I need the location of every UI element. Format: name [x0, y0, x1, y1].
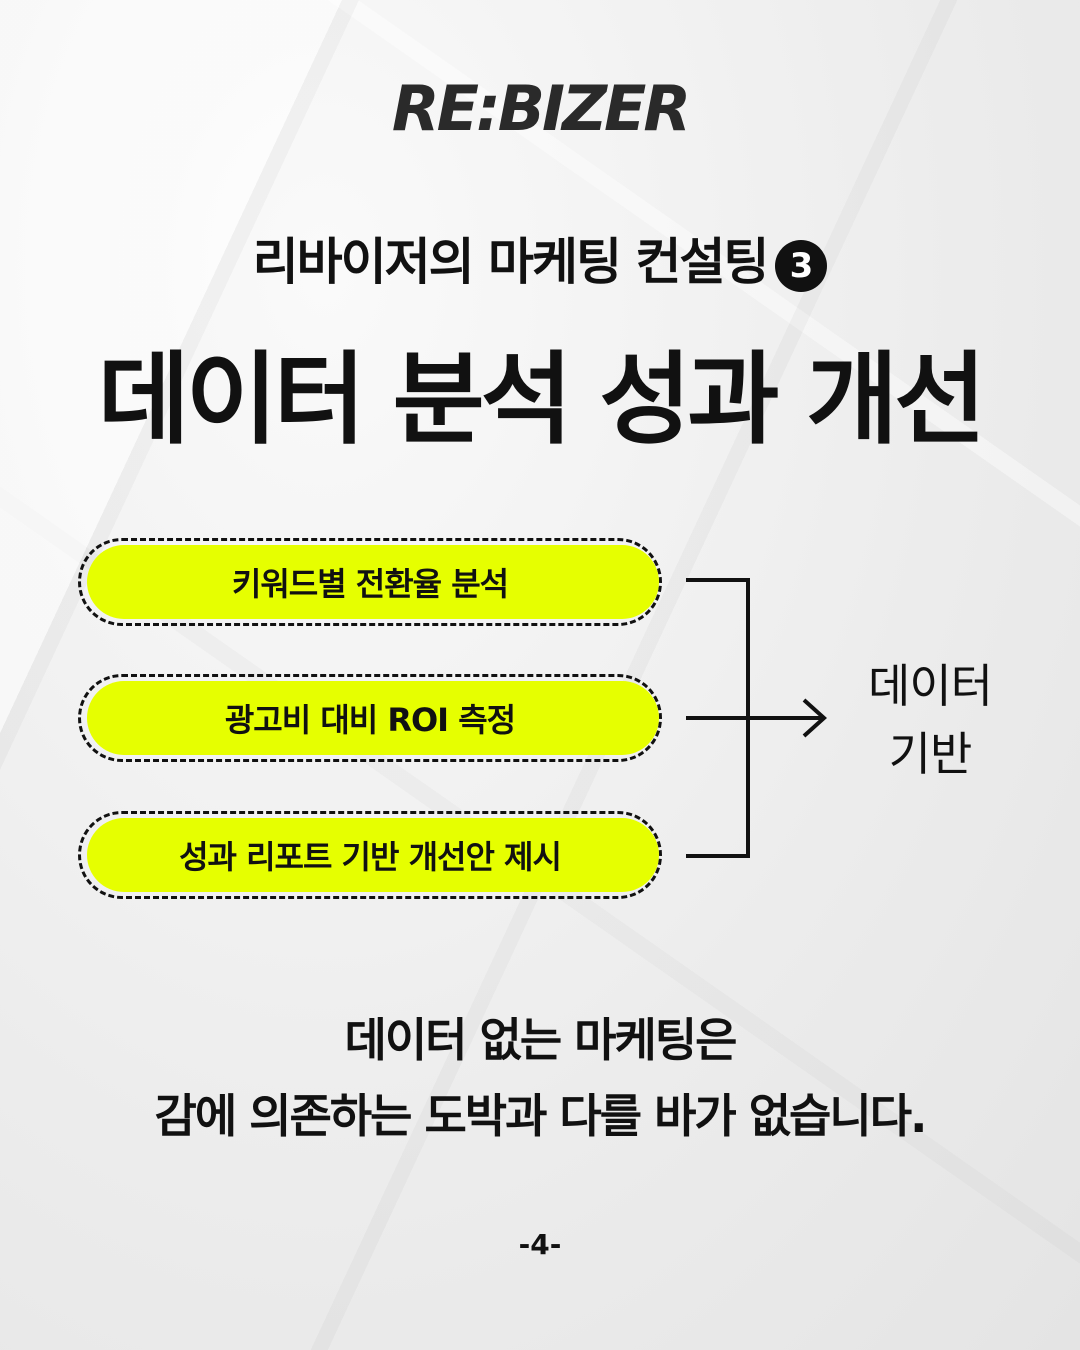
result-label: 데이터 기반 [850, 652, 1010, 788]
closing-message: 데이터 없는 마케팅은 감에 의존하는 도박과 다를 바가 없습니다. [0, 1002, 1080, 1154]
item-label: 키워드별 전환율 분석 [231, 565, 509, 603]
brand-logo: RE:BIZER [391, 72, 691, 145]
item-pill: 키워드별 전환율 분석 [78, 538, 662, 626]
item-label: 광고비 대비 ROI 측정 [224, 701, 516, 739]
item-pill: 광고비 대비 ROI 측정 [78, 674, 662, 762]
result-line-1: 데이터 [868, 659, 993, 713]
step-number-badge: 3 [775, 239, 828, 292]
arrow-head-icon [802, 698, 827, 738]
page-number: -4- [518, 1228, 562, 1261]
item-label: 성과 리포트 기반 개선안 제시 [179, 838, 562, 876]
item-pill: 성과 리포트 기반 개선안 제시 [78, 811, 662, 899]
subtitle-text: 리바이저의 마케팅 컨설팅 [252, 233, 770, 291]
result-line-2: 기반 [888, 727, 973, 781]
closing-line-1: 데이터 없는 마케팅은 [344, 1013, 738, 1067]
page-title: 데이터 분석 성과 개선 [97, 341, 986, 458]
closing-line-2: 감에 의존하는 도박과 다를 바가 없습니다. [154, 1089, 928, 1143]
